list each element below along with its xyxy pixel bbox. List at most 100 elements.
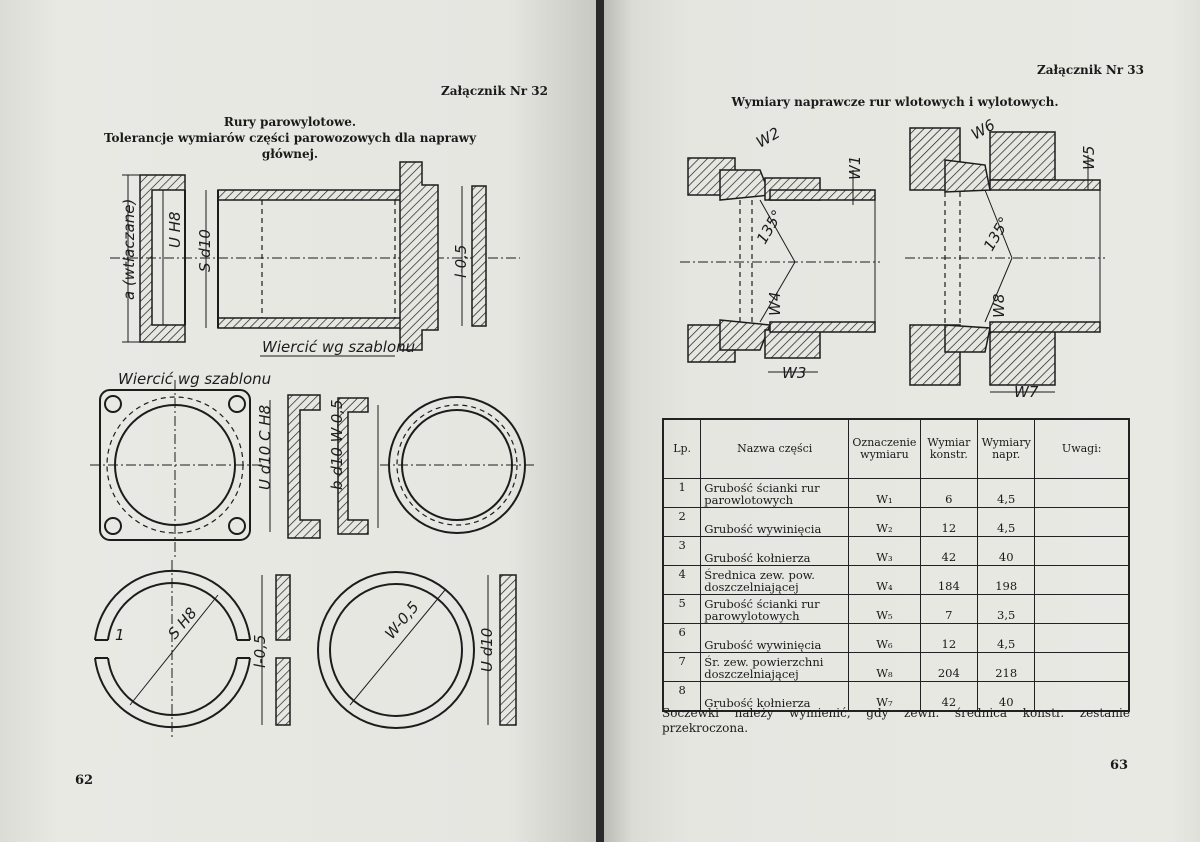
label-w7: W7	[1014, 383, 1039, 401]
label-angle-1: 135°	[753, 207, 787, 247]
label-w8: W8	[990, 294, 1008, 318]
col-konstr: Wymiar konstr.	[919, 418, 979, 479]
label-sd10: S d10	[196, 229, 214, 272]
cell-name: Średnica zew. pow. doszczelniającej	[700, 565, 850, 595]
large-ring-profile	[487, 574, 517, 726]
pipe-body-drawing	[205, 161, 487, 351]
cell-napr: 218	[977, 652, 1036, 682]
split-ring-profile	[261, 574, 291, 726]
label-bd10-w05: b d10 W-0,5	[328, 399, 346, 490]
label-w2: W2	[753, 124, 783, 152]
cell-napr: 4,5	[977, 507, 1036, 537]
cell-napr: 3,5	[977, 594, 1036, 624]
book-gutter	[596, 0, 604, 842]
table-header-row: Lp. Nazwa części Oznaczenie wymiaru Wymi…	[662, 418, 1130, 479]
cell-ozn: W₅	[848, 594, 921, 624]
cell-lp: 6	[662, 623, 702, 653]
large-ring-drawing	[317, 571, 475, 729]
cell-name: Grubość kołnierza	[700, 681, 850, 712]
cell-name: Śr. zew. powierzchni doszczelniającej	[700, 652, 850, 682]
lens-replacement-note: Soczewki należy wymienić, gdy zewn. śred…	[662, 706, 1130, 735]
cell-ozn: W₂	[848, 507, 921, 537]
label-w4: W4	[766, 292, 784, 316]
label-wiercic-2: Wiercić wg szablonu	[118, 370, 271, 388]
right-page-header: Załącznik Nr 33	[1037, 63, 1144, 77]
right-page-number: 63	[1110, 758, 1129, 773]
cell-name: Grubość ścianki rur parowlotowych	[700, 478, 850, 508]
square-flange-drawing	[90, 380, 262, 560]
ring-section-drawing	[110, 174, 520, 343]
round-ring-drawing	[380, 396, 535, 534]
cell-uwagi	[1034, 623, 1130, 653]
col-lp: Lp.	[662, 418, 702, 479]
table-row: 6 Grubość wywinięcia W₆ 12 4,5	[662, 623, 1130, 653]
label-uh8: U H8	[166, 211, 184, 248]
cell-konstr: 204	[919, 652, 979, 682]
inlet-pipe-drawing	[680, 157, 880, 373]
cell-lp: 5	[662, 594, 702, 624]
cell-napr: 40	[977, 536, 1036, 566]
label-a-wtlaczane: a (wtłaczane)	[120, 199, 138, 300]
cell-konstr: 6	[919, 478, 979, 508]
cell-ozn: W₁	[848, 478, 921, 508]
label-w-05: W-0,5	[381, 598, 422, 642]
cell-napr: 4,5	[977, 623, 1036, 653]
cell-konstr: 7	[919, 594, 979, 624]
cell-uwagi	[1034, 507, 1130, 537]
split-ring-drawing	[94, 560, 251, 740]
table-row: 4 Średnica zew. pow. doszczelniającej W₄…	[662, 565, 1130, 595]
label-l-05b: l-0,5	[251, 635, 269, 668]
cell-lp: 8	[662, 681, 702, 712]
cell-konstr: 184	[919, 565, 979, 595]
cell-ozn: W₆	[848, 623, 921, 653]
cell-name: Grubość ścianki rur parowylotowych	[700, 594, 850, 624]
cell-lp: 7	[662, 652, 702, 682]
col-ozn: Oznaczenie wymiaru	[848, 418, 921, 479]
cell-lp: 4	[662, 565, 702, 595]
cell-name: Grubość wywinięcia	[700, 623, 850, 653]
cell-konstr: 42	[919, 536, 979, 566]
cell-napr: 198	[977, 565, 1036, 595]
label-wiercic-1: Wiercić wg szablonu	[262, 338, 415, 356]
left-page-header: Załącznik Nr 32	[441, 84, 548, 98]
cell-lp: 2	[662, 507, 702, 537]
label-ud10: U d10	[478, 628, 496, 672]
cell-napr: 4,5	[977, 478, 1036, 508]
label-w1: W1	[846, 156, 864, 180]
cell-ozn: W₈	[848, 652, 921, 682]
table-row: 8 Grubość kołnierza W₇ 42 40	[662, 681, 1130, 712]
table-row: 5 Grubość ścianki rur parowylotowych W₅ …	[662, 594, 1130, 624]
cell-ozn: W₄	[848, 565, 921, 595]
label-one: 1	[115, 626, 125, 644]
cell-uwagi	[1034, 478, 1130, 508]
cell-konstr: 42	[919, 681, 979, 712]
col-name: Nazwa części	[700, 418, 850, 479]
repair-dimensions-table: Lp. Nazwa części Oznaczenie wymiaru Wymi…	[662, 418, 1130, 712]
cell-lp: 1	[662, 478, 702, 508]
cell-lp: 3	[662, 536, 702, 566]
cell-uwagi	[1034, 536, 1130, 566]
cell-ozn: W₃	[848, 536, 921, 566]
right-page-title: Wymiary naprawcze rur wlotowych i wyloto…	[731, 95, 1059, 109]
label-w5: W5	[1080, 146, 1098, 170]
outlet-pipe-drawing	[905, 127, 1105, 393]
cell-name: Grubość kołnierza	[700, 536, 850, 566]
cell-konstr: 12	[919, 623, 979, 653]
table-row: 1 Grubość ścianki rur parowlotowych W₁ 6…	[662, 478, 1130, 508]
cell-uwagi	[1034, 565, 1130, 595]
label-l-05: l-0,5	[452, 245, 470, 278]
label-ud10-ch8: U d10 C H8	[256, 405, 274, 490]
cell-uwagi	[1034, 594, 1130, 624]
left-title-line1: Rury parowylotowe.	[223, 115, 357, 129]
table-row: 3 Grubość kołnierza W₃ 42 40	[662, 536, 1130, 566]
cell-name: Grubość wywinięcia	[700, 507, 850, 537]
label-w3: W3	[782, 364, 806, 382]
cell-konstr: 12	[919, 507, 979, 537]
cell-uwagi	[1034, 652, 1130, 682]
ring-profile-drawings	[269, 394, 379, 539]
cell-ozn: W₇	[848, 681, 921, 712]
table-row: 7 Śr. zew. powierzchni doszczelniającej …	[662, 652, 1130, 682]
left-title-line2: Tolerancje wymiarów części parowozowych …	[103, 131, 477, 161]
col-uwagi: Uwagi:	[1034, 418, 1130, 479]
